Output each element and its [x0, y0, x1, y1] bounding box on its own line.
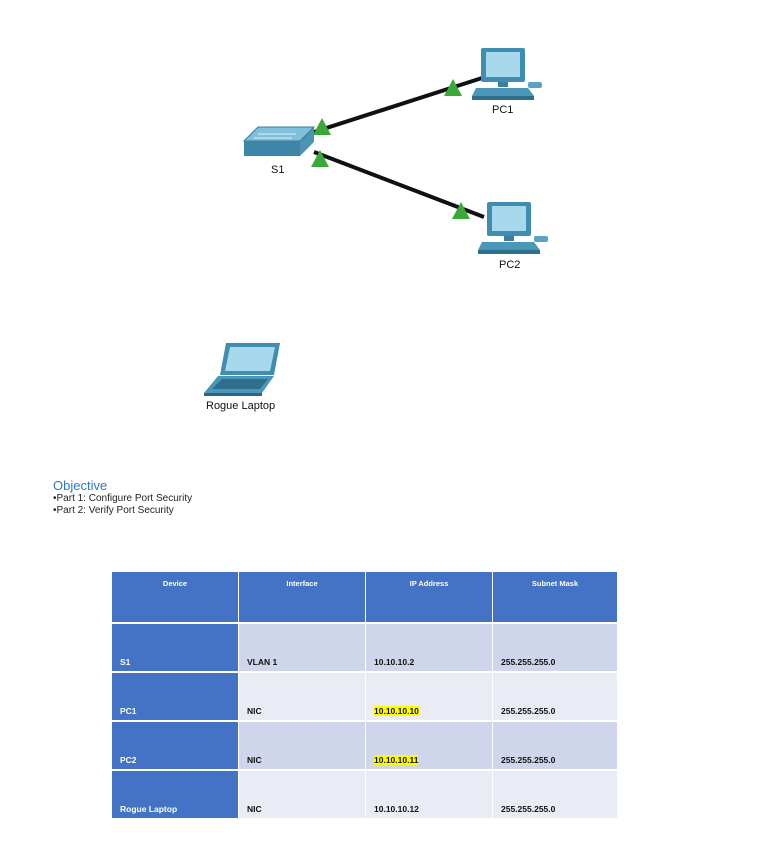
- device-label-rogue-laptop: Rogue Laptop: [206, 400, 275, 412]
- ip-address-cell: 10.10.10.10: [366, 673, 493, 722]
- column-header-interface: Interface: [239, 572, 366, 624]
- objective-item: •Part 1: Configure Port Security: [53, 493, 193, 504]
- ip-address-cell: 10.10.10.12: [366, 771, 493, 820]
- pc-icon[interactable]: [472, 48, 542, 100]
- device-cell: PC2: [112, 722, 239, 771]
- interface-cell: NIC: [239, 673, 366, 722]
- table-header-row: Device Interface IP Address Subnet Mask: [112, 572, 618, 624]
- switch-icon[interactable]: [242, 126, 316, 156]
- link-s1-pc1[interactable]: [313, 76, 483, 134]
- table-row: PC2 NIC 10.10.10.11 255.255.255.0: [112, 722, 618, 771]
- link-up-indicator-s1-pc1-pc1: [444, 79, 462, 96]
- network-topology-canvas: S1 PC1 PC2 Rogue Laptop: [204, 48, 548, 412]
- ip-address-value: 10.10.10.2: [374, 657, 415, 667]
- device-label-pc1: PC1: [492, 104, 513, 116]
- ip-address-cell: 10.10.10.2: [366, 624, 493, 673]
- table-row: Rogue Laptop NIC 10.10.10.12 255.255.255…: [112, 771, 618, 820]
- laptop-icon[interactable]: [204, 343, 280, 396]
- column-header-device: Device: [112, 572, 239, 624]
- device-cell: PC1: [112, 673, 239, 722]
- subnet-mask-cell: 255.255.255.0: [493, 624, 618, 673]
- pc-icon[interactable]: [478, 202, 548, 254]
- ip-address-cell: 10.10.10.11: [366, 722, 493, 771]
- column-header-subnet-mask: Subnet Mask: [493, 572, 618, 624]
- column-header-ip-address: IP Address: [366, 572, 493, 624]
- subnet-mask-cell: 255.255.255.0: [493, 771, 618, 820]
- table-row: S1 VLAN 1 10.10.10.2 255.255.255.0: [112, 624, 618, 673]
- subnet-mask-cell: 255.255.255.0: [493, 673, 618, 722]
- interface-cell: VLAN 1: [239, 624, 366, 673]
- interface-cell: NIC: [239, 722, 366, 771]
- link-up-indicator-s1-pc2-s1: [311, 150, 329, 167]
- ip-address-value-highlighted: 10.10.10.10: [374, 706, 419, 716]
- objective-title: Objective: [53, 478, 108, 493]
- subnet-mask-cell: 255.255.255.0: [493, 722, 618, 771]
- ip-address-value-highlighted: 10.10.10.11: [374, 755, 419, 765]
- device-cell: S1: [112, 624, 239, 673]
- addressing-table: Device Interface IP Address Subnet Mask …: [112, 572, 618, 820]
- link-up-indicator-s1-pc2-pc2: [452, 202, 470, 219]
- link-s1-pc2[interactable]: [313, 150, 485, 219]
- objective-section: Objective •Part 1: Configure Port Securi…: [53, 478, 192, 517]
- device-label-pc2: PC2: [499, 259, 520, 271]
- device-cell: Rogue Laptop: [112, 771, 239, 820]
- table-row: PC1 NIC 10.10.10.10 255.255.255.0: [112, 673, 618, 722]
- interface-cell: NIC: [239, 771, 366, 820]
- device-label-s1: S1: [271, 164, 284, 176]
- link-up-indicator-s1-pc1-s1: [313, 118, 331, 135]
- ip-address-value: 10.10.10.12: [374, 804, 419, 814]
- objective-item: •Part 2: Verify Port Security: [53, 505, 174, 516]
